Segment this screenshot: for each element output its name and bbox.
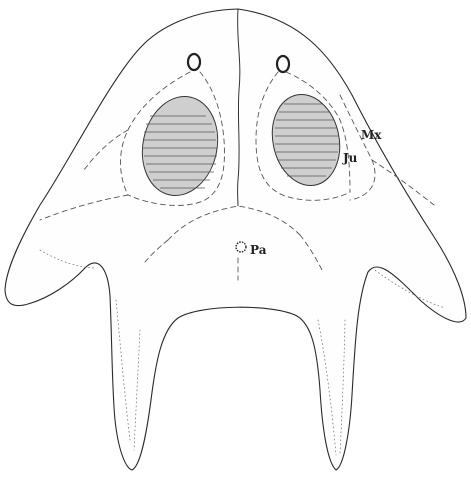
right-nostril [277,56,289,72]
label-parietal-foramen: Pa [250,243,267,257]
left-nostril [188,54,200,70]
label-maxilla: Mx [361,128,382,142]
skull-outline [5,9,466,470]
label-jugal: Ju [342,151,358,165]
parietal-foramen [236,242,246,252]
